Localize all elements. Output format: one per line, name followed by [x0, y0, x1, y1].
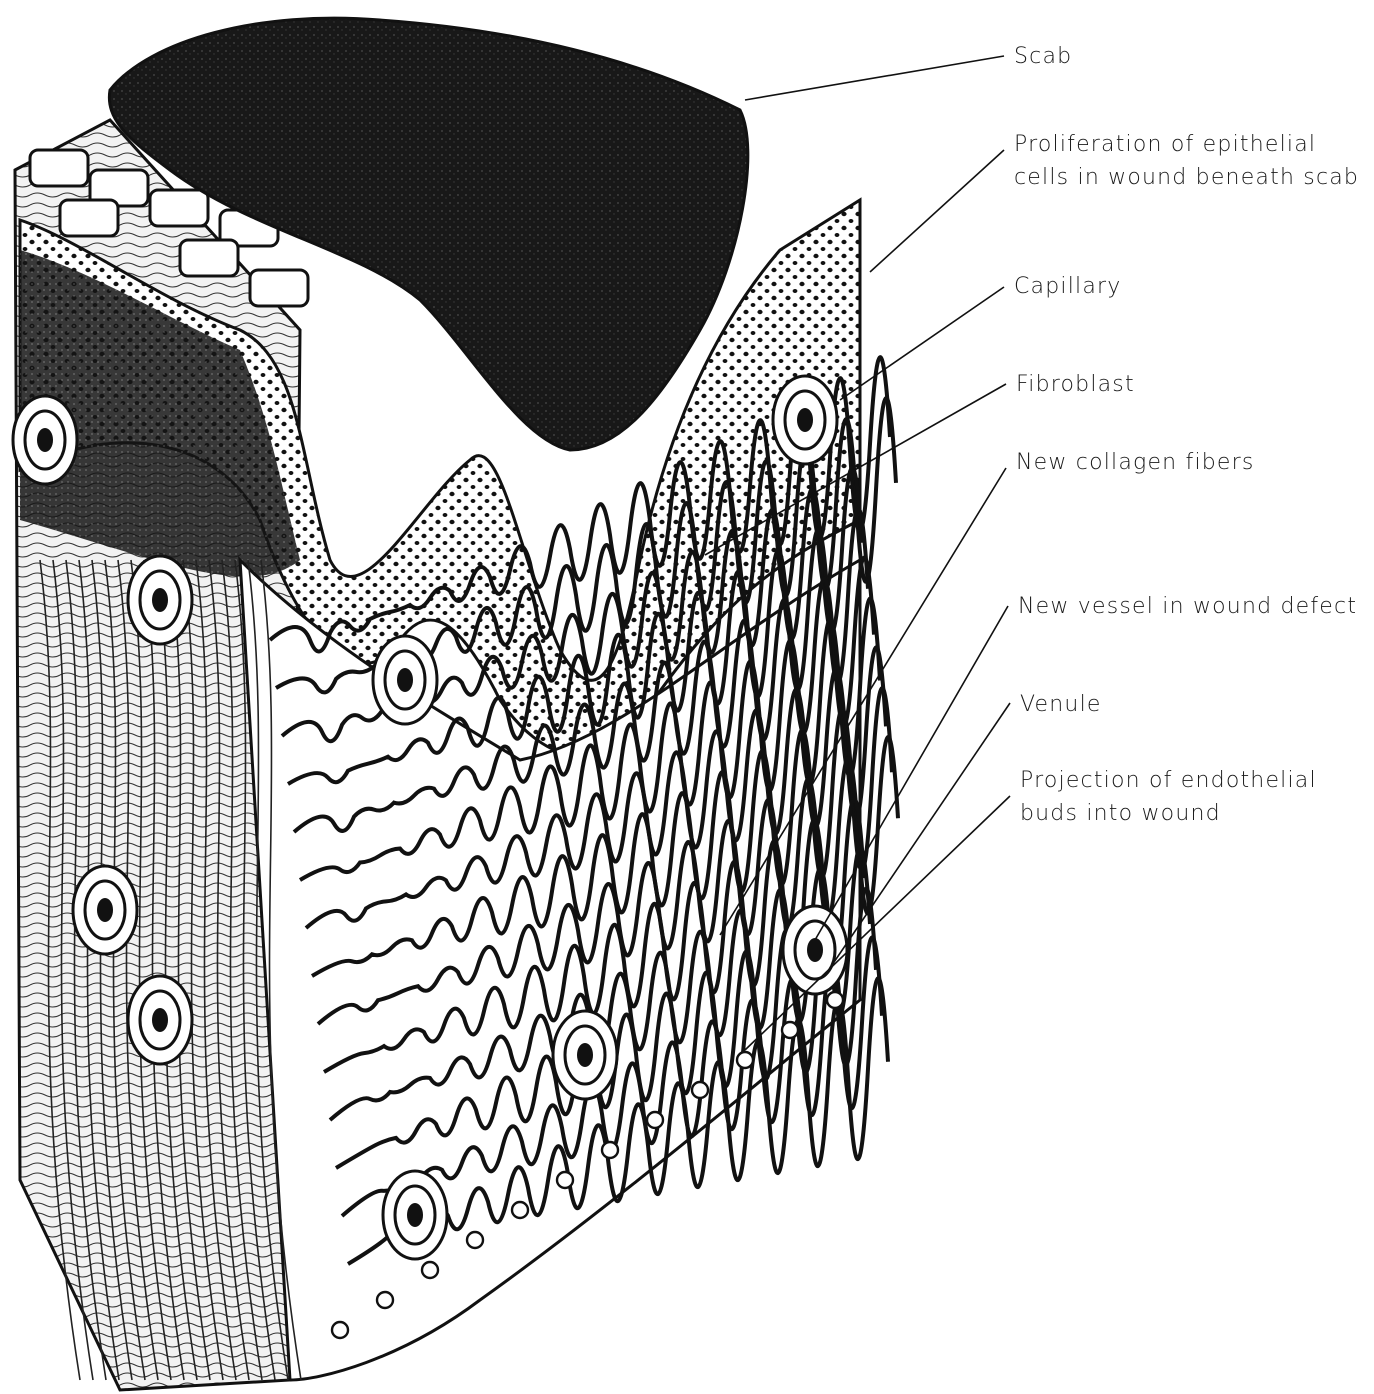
vessel-lumen: [397, 668, 413, 692]
vessel-lumen: [797, 408, 813, 432]
label-line: New collagen fibers: [1016, 446, 1255, 479]
endothelial-bud: [332, 1322, 348, 1338]
vessel-lumen: [37, 428, 53, 452]
keratin-cell: [30, 150, 88, 186]
endothelial-bud: [737, 1052, 753, 1068]
endothelial-bud: [782, 1022, 798, 1038]
label-scab: Scab: [1014, 40, 1072, 73]
label-line: New vessel in wound defect: [1018, 590, 1357, 623]
endothelial-bud: [512, 1202, 528, 1218]
endothelial-bud: [827, 992, 843, 1008]
label-line: Projection of endothelial: [1020, 764, 1317, 797]
endothelial-bud: [467, 1232, 483, 1248]
vessel-lumen: [577, 1043, 593, 1067]
leader-line: [870, 150, 1004, 272]
label-new-collagen-fibers: New collagen fibers: [1016, 446, 1255, 479]
label-line: Capillary: [1014, 270, 1122, 303]
endothelial-bud: [377, 1292, 393, 1308]
vessel-lumen: [97, 898, 113, 922]
vessel-lumen: [807, 938, 823, 962]
leader-line: [745, 56, 1004, 100]
vessel-lumen: [152, 588, 168, 612]
label-venule: Venule: [1020, 688, 1102, 721]
label-line: cells in wound beneath scab: [1014, 161, 1359, 194]
label-fibroblast: Fibroblast: [1016, 368, 1135, 401]
label-endothelial-buds: Projection of endothelial buds into woun…: [1020, 764, 1317, 830]
label-new-vessel: New vessel in wound defect: [1018, 590, 1357, 623]
vessel-lumen: [152, 1008, 168, 1032]
keratin-cell: [180, 240, 238, 276]
keratin-cell: [150, 190, 208, 226]
label-line: Scab: [1014, 40, 1072, 73]
endothelial-bud: [692, 1082, 708, 1098]
keratin-cell: [60, 200, 118, 236]
label-line: buds into wound: [1020, 797, 1317, 830]
endothelial-bud: [602, 1142, 618, 1158]
endothelial-bud: [647, 1112, 663, 1128]
leader-line: [840, 287, 1004, 400]
label-line: Venule: [1020, 688, 1102, 721]
label-line: Fibroblast: [1016, 368, 1135, 401]
endothelial-bud: [557, 1172, 573, 1188]
endothelial-bud: [422, 1262, 438, 1278]
label-line: Proliferation of epithelial: [1014, 128, 1359, 161]
label-epithelial-proliferation: Proliferation of epithelial cells in wou…: [1014, 128, 1359, 194]
keratin-cell: [250, 270, 308, 306]
vessel-lumen: [407, 1203, 423, 1227]
label-capillary: Capillary: [1014, 270, 1122, 303]
